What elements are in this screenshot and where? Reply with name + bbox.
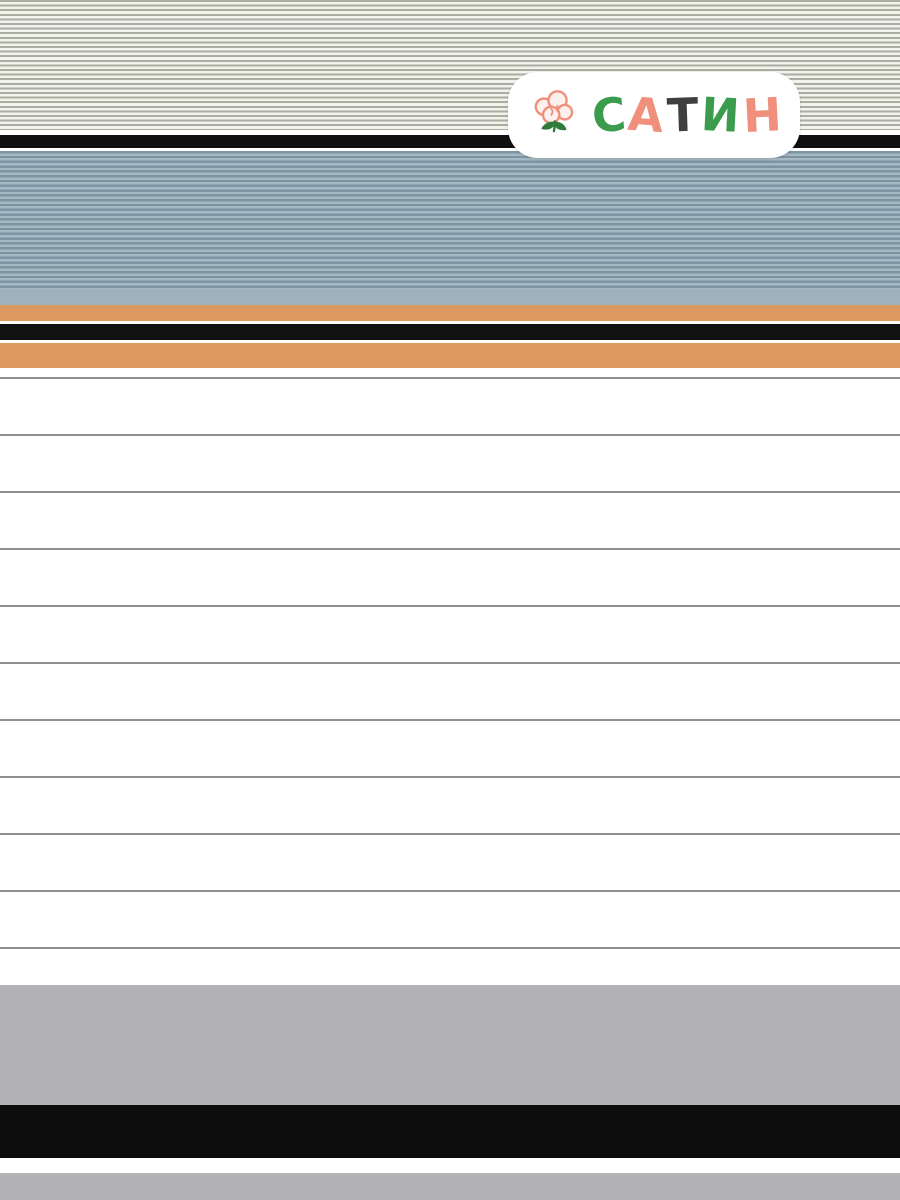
cotton-flower-icon	[524, 85, 582, 143]
stripe-band-white-gap	[0, 130, 900, 135]
stripe-band-white-gap	[0, 1158, 900, 1173]
stripe-band-wide-gray	[0, 1173, 900, 1200]
brand-name: САТИН	[589, 86, 786, 144]
stripe-band-black	[0, 1105, 900, 1158]
stripe-band-fine-blue	[0, 151, 900, 289]
stripe-band-orange	[0, 305, 900, 321]
brand-letter: А	[626, 86, 669, 144]
stripe-band-white-gap	[0, 148, 900, 151]
stripe-band-black	[0, 324, 900, 340]
brand-badge: САТИН	[508, 72, 800, 158]
stripe-band-wide-gray	[0, 985, 900, 1105]
stripe-band-white-gap	[0, 321, 900, 324]
brand-letter: Н	[741, 86, 786, 144]
stripe-band-thin-lines	[0, 368, 900, 985]
stripe-band-orange	[0, 343, 900, 368]
brand-letter: И	[699, 86, 745, 144]
stripe-band-solid-blue	[0, 289, 900, 305]
brand-letter: С	[589, 86, 631, 144]
brand-letter: Т	[666, 87, 703, 143]
stripe-band-white-gap	[0, 340, 900, 343]
